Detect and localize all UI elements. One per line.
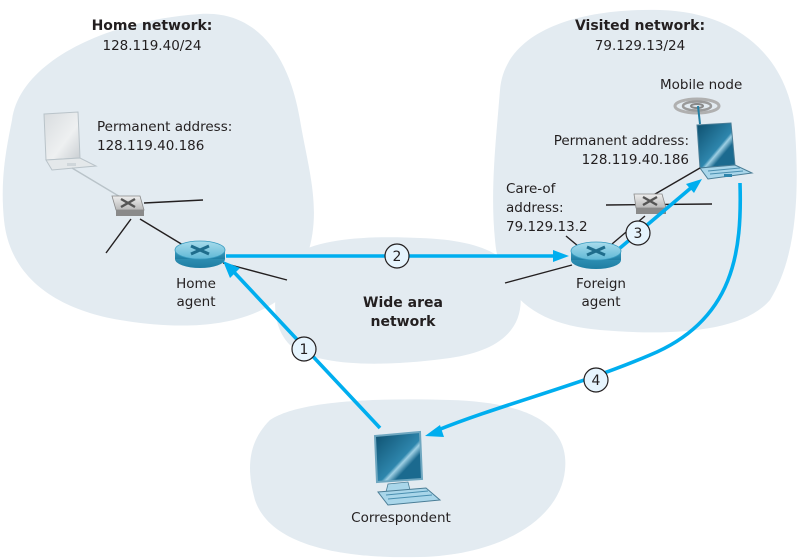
home-switch-router-link [139,218,184,246]
home-switch-icon [111,195,145,216]
step-badge-3: 3 [625,220,651,246]
flow-3-arrowhead [686,179,702,193]
visited-network-subnet: 79.129.13/24 [595,38,685,54]
correspondent-label: Correspondent [351,510,451,526]
foreign-agent-label-1: Foreign [576,276,626,292]
coa-label-2: address: [506,200,564,216]
svg-text:1: 1 [300,342,309,358]
step-badge-2: 2 [384,243,410,269]
home-switch-link-left [105,218,132,254]
mobile-permanent-label-2: 128.119.40.186 [582,152,689,168]
home-laptop-label-1: Permanent address: [97,119,232,135]
step-badge-4: 4 [583,367,609,393]
foreign-router-wan-link [504,264,573,284]
home-network-subnet: 128.119.40/24 [102,38,201,54]
home-agent-label-2: agent [177,294,216,310]
home-agent-label-1: Home [176,276,216,292]
svg-text:3: 3 [634,226,643,242]
home-agent-router-icon [174,240,226,268]
flow-2-arrowhead [553,250,569,262]
step-badge-1: 1 [291,336,317,362]
coa-label-1: Care-of [506,181,557,197]
foreign-agent-label-2: agent [582,294,621,310]
correspondent-computer-icon [373,430,442,506]
mobile-node-label: Mobile node [660,77,742,93]
home-laptop-link [71,167,123,199]
wan-cloud [275,237,521,364]
wan-label-2: network [371,314,437,330]
home-network-cloud [2,13,314,326]
mobile-permanent-label-1: Permanent address: [554,133,689,149]
wireless-signal-icon [673,97,721,125]
flow-4-arrowhead [425,425,444,437]
visited-network-title: Visited network: [575,18,705,34]
visited-network-cloud [493,9,797,333]
coa-label-3: 79.129.13.2 [506,219,588,235]
home-network-title: Home network: [92,18,213,34]
flow-4-line [437,182,743,432]
coa-pointer [565,235,579,247]
foreign-agent-router-icon [570,241,622,269]
visited-switch-laptop-link [649,167,701,198]
home-laptop-icon [43,111,98,171]
wan-label-1: Wide area [363,295,443,311]
mobile-node-laptop-icon [696,122,754,180]
svg-text:2: 2 [393,249,402,265]
svg-text:4: 4 [592,373,601,389]
flow-1-arrowhead [223,261,240,278]
home-switch-link-right [143,199,204,204]
home-laptop-label-2: 128.119.40.186 [97,138,204,154]
